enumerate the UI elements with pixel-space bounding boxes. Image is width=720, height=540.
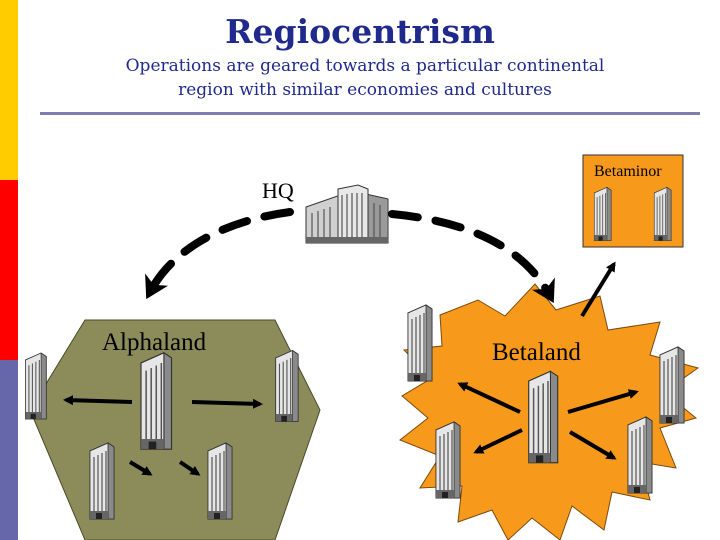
building-icon bbox=[140, 352, 173, 450]
building-icon bbox=[528, 370, 559, 464]
page-title: Regiocentrism bbox=[225, 12, 495, 51]
betaminor-label: Betaminor bbox=[594, 163, 662, 180]
hq-label: HQ bbox=[262, 178, 294, 203]
alphaland-label: Alphaland bbox=[102, 329, 207, 356]
left-bar-yellow bbox=[0, 0, 18, 180]
left-bar-purple bbox=[0, 360, 18, 540]
building-icon bbox=[24, 352, 47, 420]
hq-to-alphaland-arrow-icon bbox=[145, 208, 294, 300]
subtitle-line-2: region with similar economies and cultur… bbox=[178, 80, 552, 100]
arrow-icon bbox=[128, 460, 153, 476]
arrow-icon bbox=[63, 395, 133, 406]
building-icon bbox=[593, 186, 612, 242]
arrow-icon bbox=[473, 428, 523, 454]
building-icon bbox=[89, 442, 115, 520]
building-icon bbox=[275, 349, 299, 423]
left-bar-red bbox=[0, 180, 18, 360]
page-subtitle: Operations are geared towards a particul… bbox=[40, 54, 690, 102]
building-icon bbox=[659, 346, 685, 424]
hq-building-icon bbox=[305, 184, 389, 244]
arrow-icon bbox=[178, 460, 201, 476]
arrow-icon bbox=[568, 430, 617, 460]
building-icon bbox=[407, 304, 433, 382]
arrow-icon bbox=[457, 382, 521, 414]
subtitle-line-1: Operations are geared towards a particul… bbox=[125, 56, 605, 76]
betaland-to-betaminor-arrow-icon bbox=[580, 261, 616, 318]
building-icon bbox=[627, 416, 653, 494]
betaland-arrows bbox=[457, 382, 639, 460]
building-icon bbox=[435, 421, 461, 499]
betaland-label: Betaland bbox=[492, 339, 581, 366]
building-icon bbox=[653, 186, 672, 242]
alphaland-arrows bbox=[63, 395, 263, 476]
title-divider bbox=[40, 112, 700, 115]
hq-to-betaland-arrow-icon bbox=[388, 210, 555, 304]
building-icon bbox=[207, 442, 233, 520]
arrow-icon bbox=[191, 398, 263, 409]
arrow-icon bbox=[567, 389, 639, 414]
